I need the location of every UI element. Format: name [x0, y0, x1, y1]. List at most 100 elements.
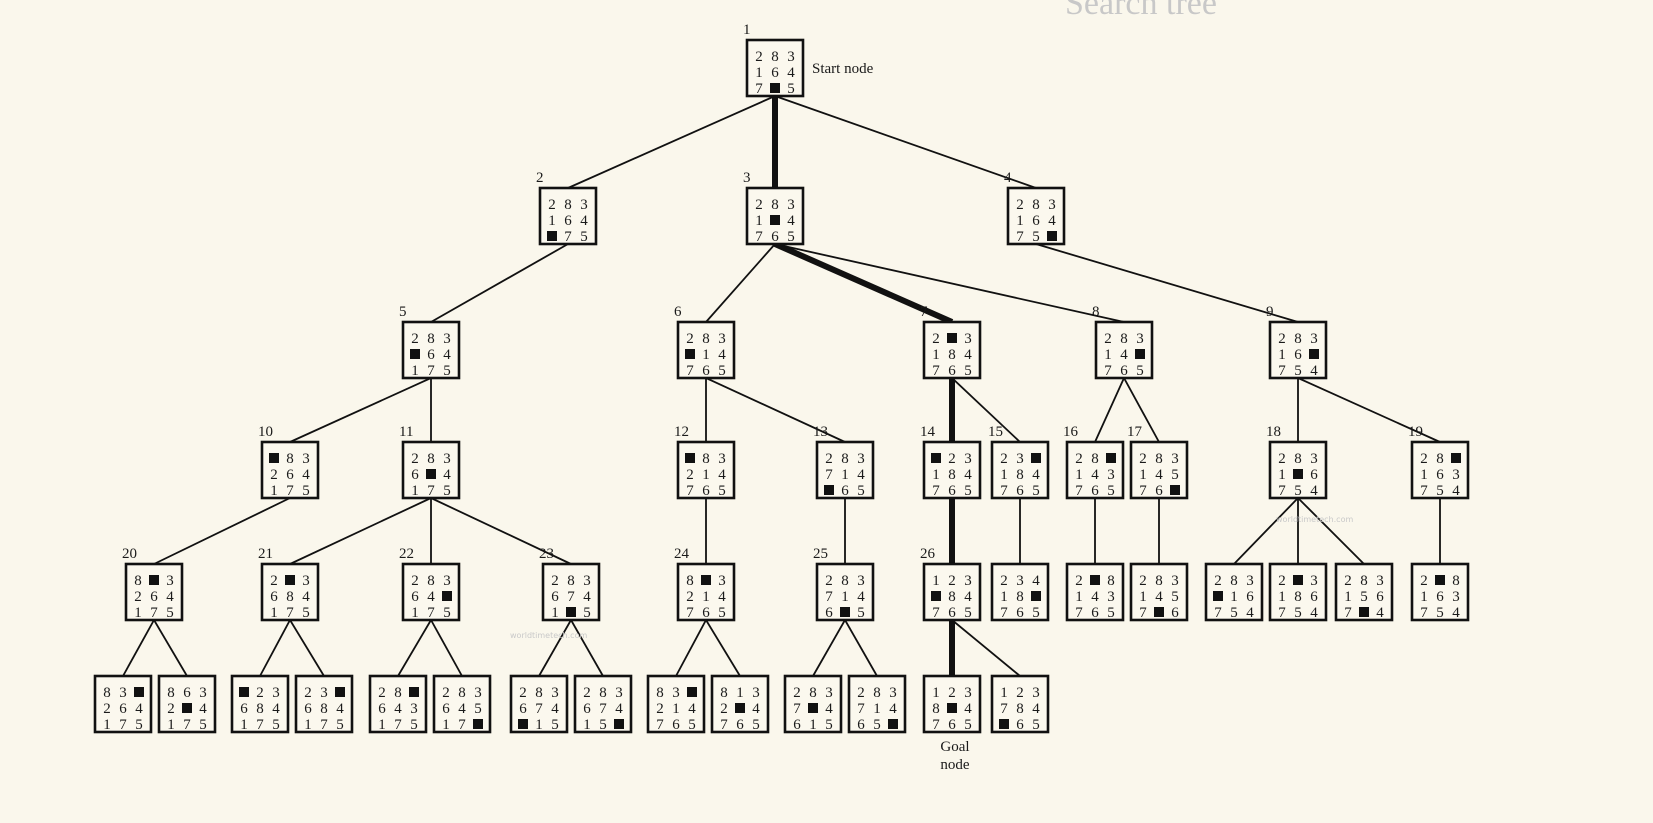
tile-number: 2: [1000, 451, 1008, 467]
tile-number: 4: [1452, 605, 1460, 621]
tile-number: 6: [1294, 347, 1302, 363]
tile-number: 3: [320, 685, 328, 701]
tile-number: 3: [1016, 573, 1024, 589]
tile-number: 4: [718, 589, 726, 605]
tile-number: 1: [1016, 213, 1024, 229]
blank-tile: [687, 687, 697, 697]
tile-number: 5: [583, 605, 591, 621]
tile-number: 8: [1032, 197, 1040, 213]
blank-tile: [1293, 575, 1303, 585]
blank-tile: [735, 703, 745, 713]
tile-number: 4: [1120, 347, 1128, 363]
blank-tile: [182, 703, 192, 713]
node-number: 21: [258, 546, 273, 562]
puzzle-board-frame: [922, 440, 982, 500]
tile-number: 7: [427, 483, 435, 499]
tile-number: 4: [787, 65, 795, 81]
blank-tile: [1154, 607, 1164, 617]
tile-number: 7: [656, 717, 664, 733]
tree-edge: [1094, 377, 1125, 443]
blank-tile: [426, 469, 436, 479]
tile-number: 7: [1278, 363, 1286, 379]
tile-number: 8: [1016, 589, 1024, 605]
tile-number: 4: [443, 467, 451, 483]
tile-number: 2: [103, 701, 111, 717]
tile-number: 4: [583, 589, 591, 605]
blank-tile: [1451, 453, 1461, 463]
blank-tile: [518, 719, 528, 729]
tile-number: 6: [304, 701, 312, 717]
tile-number: 6: [564, 213, 572, 229]
puzzle-board-frame: [676, 562, 736, 622]
goal-node-label-line1: Goal: [940, 739, 969, 755]
blank-tile: [335, 687, 345, 697]
tile-number: 7: [1139, 483, 1147, 499]
tile-number: 3: [964, 451, 972, 467]
tile-number: 8: [948, 589, 956, 605]
tree-edge: [705, 619, 741, 677]
tile-number: 2: [256, 685, 264, 701]
tile-number: 5: [964, 717, 972, 733]
tile-number: 4: [1310, 483, 1318, 499]
tile-number: 8: [1452, 573, 1460, 589]
tile-number: 8: [932, 701, 940, 717]
tile-number: 8: [1107, 573, 1115, 589]
tile-number: 8: [458, 685, 466, 701]
tile-number: 3: [1048, 197, 1056, 213]
tile-number: 6: [1032, 213, 1040, 229]
tile-number: 5: [443, 363, 451, 379]
tile-number: 6: [841, 483, 849, 499]
tile-number: 1: [1278, 589, 1286, 605]
node-number: 2: [536, 170, 544, 186]
node-number: 4: [1004, 170, 1012, 186]
tile-number: 4: [1376, 605, 1384, 621]
tile-number: 4: [302, 467, 310, 483]
tile-number: 7: [932, 483, 940, 499]
tile-number: 1: [1104, 347, 1112, 363]
blank-tile: [473, 719, 483, 729]
tile-number: 2: [720, 701, 728, 717]
tile-number: 8: [1155, 573, 1163, 589]
blank-tile: [410, 349, 420, 359]
tile-number: 1: [304, 717, 312, 733]
tile-number: 6: [551, 589, 559, 605]
tile-number: 4: [166, 589, 174, 605]
blank-tile: [770, 215, 780, 225]
tree-edges: [122, 95, 1441, 677]
puzzle-board-frame: [230, 674, 290, 734]
tile-number: 4: [1310, 363, 1318, 379]
tile-number: 4: [427, 589, 435, 605]
blank-tile: [1170, 485, 1180, 495]
tile-number: 1: [270, 483, 278, 499]
tile-number: 3: [1310, 573, 1318, 589]
tile-number: 6: [948, 605, 956, 621]
tile-number: 2: [948, 573, 956, 589]
tile-number: 7: [932, 717, 940, 733]
tree-edge: [1297, 497, 1365, 565]
tile-number: 7: [256, 717, 264, 733]
tile-number: 1: [583, 717, 591, 733]
tile-number: 3: [410, 701, 418, 717]
tile-number: 2: [134, 589, 142, 605]
tile-number: 2: [1104, 331, 1112, 347]
node-number: 17: [1127, 424, 1143, 440]
tile-number: 7: [755, 229, 763, 245]
tile-number: 1: [411, 483, 419, 499]
tile-number: 1: [167, 717, 175, 733]
tile-number: 6: [442, 701, 450, 717]
tile-number: 3: [857, 451, 865, 467]
tile-number: 1: [442, 717, 450, 733]
